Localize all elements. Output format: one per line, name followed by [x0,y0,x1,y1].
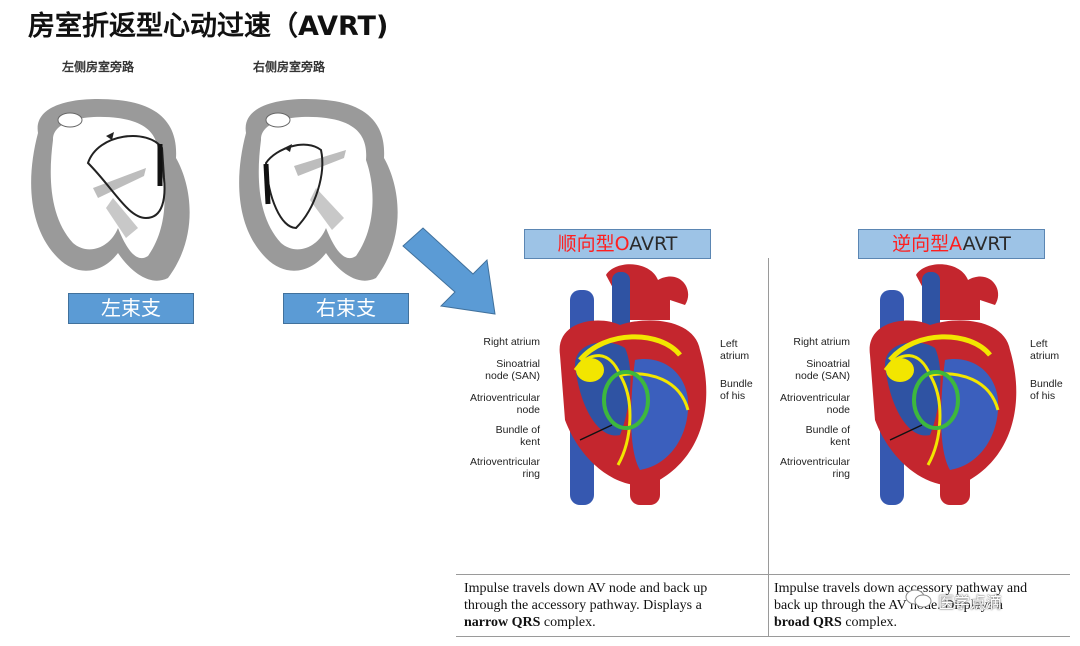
left-bundle-branch-label: 左束支 [68,293,194,324]
heart-icon [869,264,1017,505]
watermark: 医学点滴 [938,593,1003,612]
right-pathway-schematic [239,98,398,281]
label-right-atrium: Right atrium [483,336,540,348]
left-pathway-schematic [31,98,190,281]
arrow-icon [402,227,496,315]
orthodromic-caption: Impulse travels down AV node and back up… [464,581,708,630]
label-right-atrium: Right atrium [793,336,850,348]
caption-divider-bottom [456,636,1070,637]
pathway-schematics [31,98,398,281]
orthodromic-avrt-label: 顺向型OAVRT [524,229,711,259]
type-cn: 顺向型O [557,233,630,255]
page-title: 房室折返型心动过速（AVRT) [28,11,389,42]
wechat-icon [905,589,932,608]
panel-divider [768,258,769,636]
antidromic-avrt-label: 逆向型AAVRT [858,229,1045,259]
type-en: AVRT [629,233,678,255]
heart-illustration-antidromic [869,264,1017,505]
type-cn: 逆向型A [892,233,963,255]
type-en: AVRT [962,233,1011,255]
left-pathway-caption: 左侧房室旁路 [62,60,135,74]
heart-icon [559,264,707,505]
caption-divider-top [456,574,1070,575]
right-pathway-caption: 右侧房室旁路 [253,60,326,74]
right-bundle-branch-label: 右束支 [283,293,409,324]
heart-illustration-orthodromic [559,264,707,505]
antidromic-caption: Impulse travels down accessory pathway a… [774,581,1028,630]
